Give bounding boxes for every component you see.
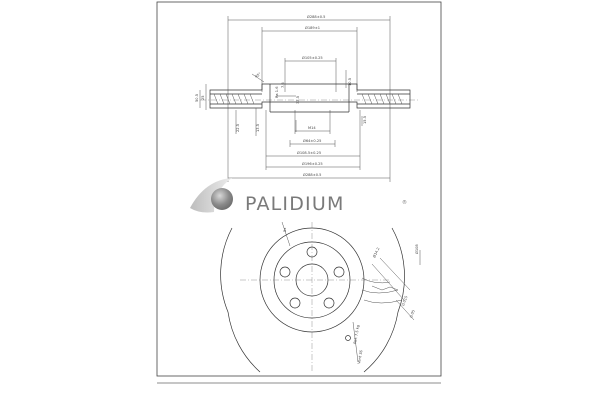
sphere-logo-icon xyxy=(211,188,233,210)
dim-bolt-circle: Ø108.5±0.25 xyxy=(297,150,321,155)
bolt-hole xyxy=(333,266,345,278)
bolt-hole xyxy=(279,266,291,278)
label-pcd: Ø108 xyxy=(414,244,419,254)
dim-hat-diameter: Ø105±0.25 xyxy=(302,55,323,60)
bolt-hole xyxy=(323,297,335,309)
dim-offset: 10.5 xyxy=(348,78,352,86)
dim-ring-depth-b: 33.5 xyxy=(296,96,300,104)
dim-depth-label: 15.5 xyxy=(363,116,367,124)
label-parallelism: 0.015 xyxy=(401,295,408,306)
marker-hole xyxy=(345,335,351,341)
drawing-frame xyxy=(156,1,442,377)
front-view: 5x Ø14.2 Ø108 0.05 0.015 Vent 36 Ref. 7.… xyxy=(220,221,421,373)
brand-logo xyxy=(190,178,233,213)
dim-thickness: 25 xyxy=(201,95,205,100)
dim-friction-diameter: Ø196±0.25 xyxy=(302,161,323,166)
dim-ring-depth: 13.5 xyxy=(256,124,260,132)
brand-name: PALIDIUM xyxy=(245,193,345,215)
dim-min-thickness: 22.5 xyxy=(236,124,240,132)
dim-total-height: 50.5 xyxy=(195,94,199,102)
sphere-shadow-logo-icon xyxy=(190,178,232,213)
dim-bolt-hole: M14 xyxy=(308,126,316,130)
label-weight: Ref. 7.5 kg xyxy=(353,325,360,344)
dim-center-bore: Ø64±0.25 xyxy=(303,138,321,143)
bolt-hole xyxy=(289,297,301,309)
dim-angle: 45° xyxy=(254,72,262,79)
label-bolt-count: 5x xyxy=(283,227,287,232)
dim-cap-thickness: 7.6 xyxy=(281,82,285,88)
dim-cap-diameter: Ø189±1 xyxy=(305,25,320,30)
disc-section-outline xyxy=(209,83,411,109)
label-runout: 0.05 xyxy=(409,309,416,318)
disc-outer-rim-right xyxy=(363,227,405,373)
dim-overall-diameter: Ø288±0.5 xyxy=(303,172,321,177)
disc-outer-rim xyxy=(220,227,261,373)
registered-mark: ® xyxy=(402,199,407,206)
label-bolt-hole: Ø14.2 xyxy=(371,246,380,258)
section-view: Ø288±0.5 Ø189±1 Ø105±0.25 M14 Ø64±0.25 Ø… xyxy=(195,14,420,182)
label-ventilation: Vent 36 xyxy=(357,349,363,364)
dim-outer-diameter: Ø288±0.5 xyxy=(307,14,325,19)
dim-roughness: Ra 1.6 xyxy=(275,86,279,98)
